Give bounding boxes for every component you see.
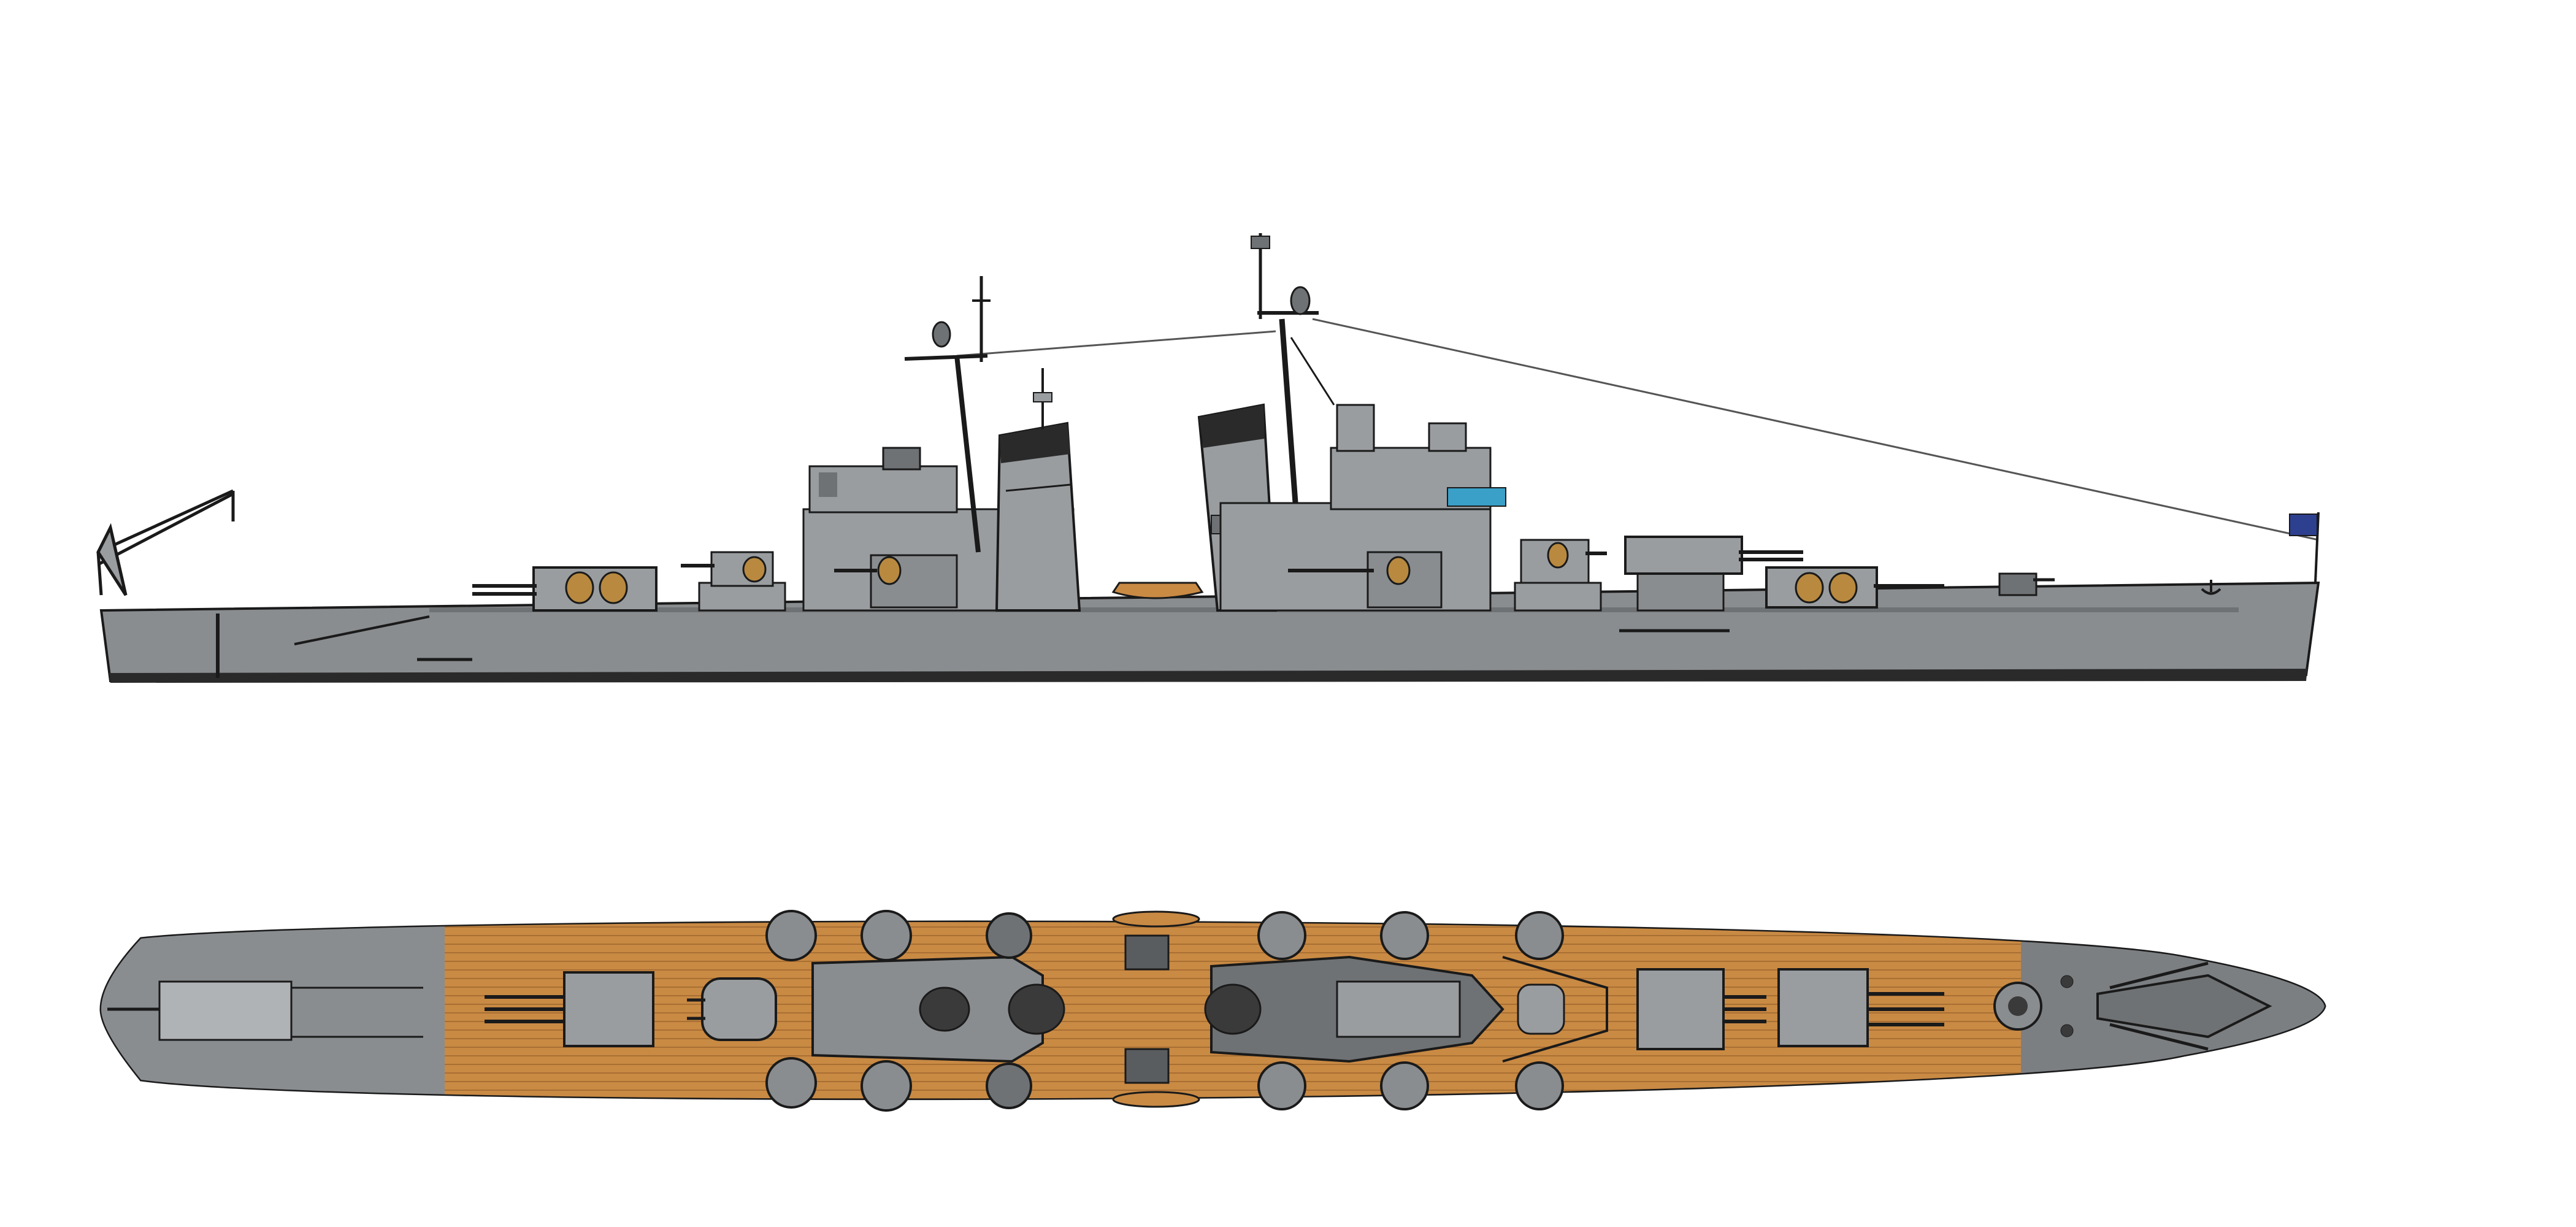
forward-5in-mounts (1514, 539, 1607, 612)
plan-aft-5in-mount (687, 977, 777, 1041)
anchor-gear (2060, 961, 2272, 1051)
profile-view (96, 233, 2320, 683)
plan-turret-1 (1777, 968, 1944, 1047)
stern-crane (96, 489, 235, 596)
catapult-area (107, 980, 423, 1041)
hull (99, 581, 2320, 683)
plan-turret-3 (485, 971, 654, 1047)
forward-superstructure (1219, 404, 1506, 612)
forward-turret-1 (1765, 566, 1944, 609)
rigging-line (1312, 318, 2319, 541)
boot-topping (109, 669, 2307, 683)
union-jack-flag (2289, 513, 2318, 536)
plan-turret-2 (1636, 968, 1766, 1050)
bow-gun-mount (1998, 572, 2055, 596)
anchor (2201, 580, 2221, 595)
rigging-line (956, 330, 1276, 357)
plan-boats (1112, 910, 1200, 1108)
ship-boat (1111, 582, 1204, 599)
plan-aft-superstructure (765, 910, 1065, 1112)
hull-line (294, 615, 430, 645)
plan-bow-gun (1993, 982, 2042, 1031)
aft-mast (904, 276, 991, 553)
jack-staff (2314, 512, 2320, 583)
forward-turret-2 (1624, 536, 1803, 612)
plan-forward-superstructure (1204, 911, 1608, 1110)
aft-superstructure (681, 447, 1075, 612)
aft-funnel (995, 368, 1081, 612)
aft-turret-3 (472, 566, 657, 612)
forward-mast (1251, 233, 1335, 528)
plan-view (99, 910, 2326, 1112)
